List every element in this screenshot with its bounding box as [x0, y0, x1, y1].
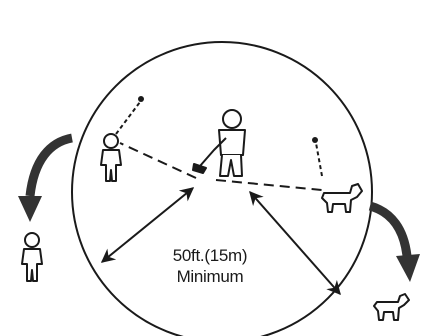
dog-icon [321, 183, 363, 213]
distance-arrow-right [249, 190, 341, 296]
minimum-label: Minimum [176, 267, 244, 286]
escape-arrow-left [25, 133, 74, 197]
debris-dot-icon [312, 137, 318, 143]
moved-person-icon [21, 232, 43, 282]
escape-arrow-right-head [396, 254, 420, 282]
operator-icon [192, 109, 246, 177]
distance-label-group: 50ft.(15m) Minimum [150, 246, 270, 290]
debris-dot-icon [138, 96, 144, 102]
distance-arrow-left [100, 187, 195, 263]
debris-path-left-top [115, 101, 141, 135]
debris-paths [115, 101, 323, 191]
escape-arrows [18, 133, 420, 282]
debris-path-right [215, 179, 323, 191]
distance-label: 50ft.(15m) [172, 246, 248, 265]
escape-arrow-left-head [18, 196, 42, 222]
safety-zone-circle [71, 41, 373, 336]
moved-dog-icon [373, 293, 410, 321]
debris-path-left [119, 142, 197, 179]
debris-path-right-top [315, 142, 323, 177]
escape-arrow-right [368, 201, 412, 257]
bystander-person-icon [100, 133, 122, 182]
distance-arrows [100, 187, 341, 296]
